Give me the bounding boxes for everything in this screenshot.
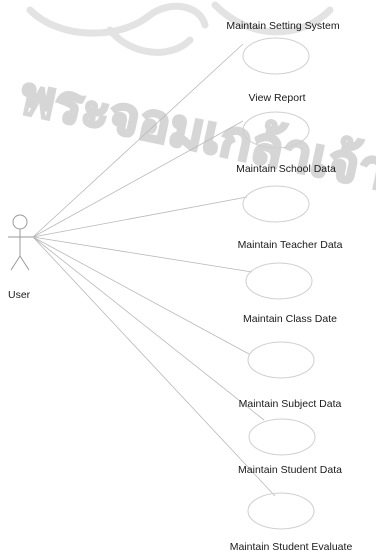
use-case-ellipses [242, 37, 316, 530]
association-line [32, 236, 250, 355]
association-line [32, 236, 253, 273]
use-case-ellipse [248, 418, 316, 456]
watermark-text: พระจอมเกล้าเจ้า [15, 66, 376, 202]
use-case-labels: Maintain Setting System View Report Main… [226, 20, 352, 553]
use-case-label: Maintain Class Date [243, 313, 337, 325]
use-case-ellipse [242, 185, 310, 223]
actor-right-leg [19, 255, 30, 271]
use-case-label: Maintain Subject Data [239, 398, 342, 410]
use-case-ellipse [247, 341, 315, 379]
association-line [32, 196, 248, 238]
association-line [32, 236, 276, 497]
actor-head [12, 214, 28, 230]
association-line [32, 43, 244, 238]
association-line [32, 120, 244, 238]
actor-user: User [8, 214, 33, 301]
use-case-label: Maintain School Data [236, 163, 336, 175]
actor-left-leg [10, 255, 21, 271]
actor-label: User [8, 289, 31, 301]
use-case-label: Maintain Student Evaluate [230, 541, 353, 553]
association-lines [32, 43, 276, 497]
use-case-ellipse [247, 492, 315, 530]
association-line [32, 236, 265, 421]
use-case-label: Maintain Setting System [226, 20, 339, 32]
use-case-label: Maintain Teacher Data [238, 239, 343, 251]
use-case-label: Maintain Student Data [238, 464, 342, 476]
use-case-ellipse [242, 37, 310, 75]
use-case-label: View Report [248, 92, 305, 104]
use-case-ellipse [242, 111, 310, 149]
use-case-ellipse [245, 262, 313, 300]
